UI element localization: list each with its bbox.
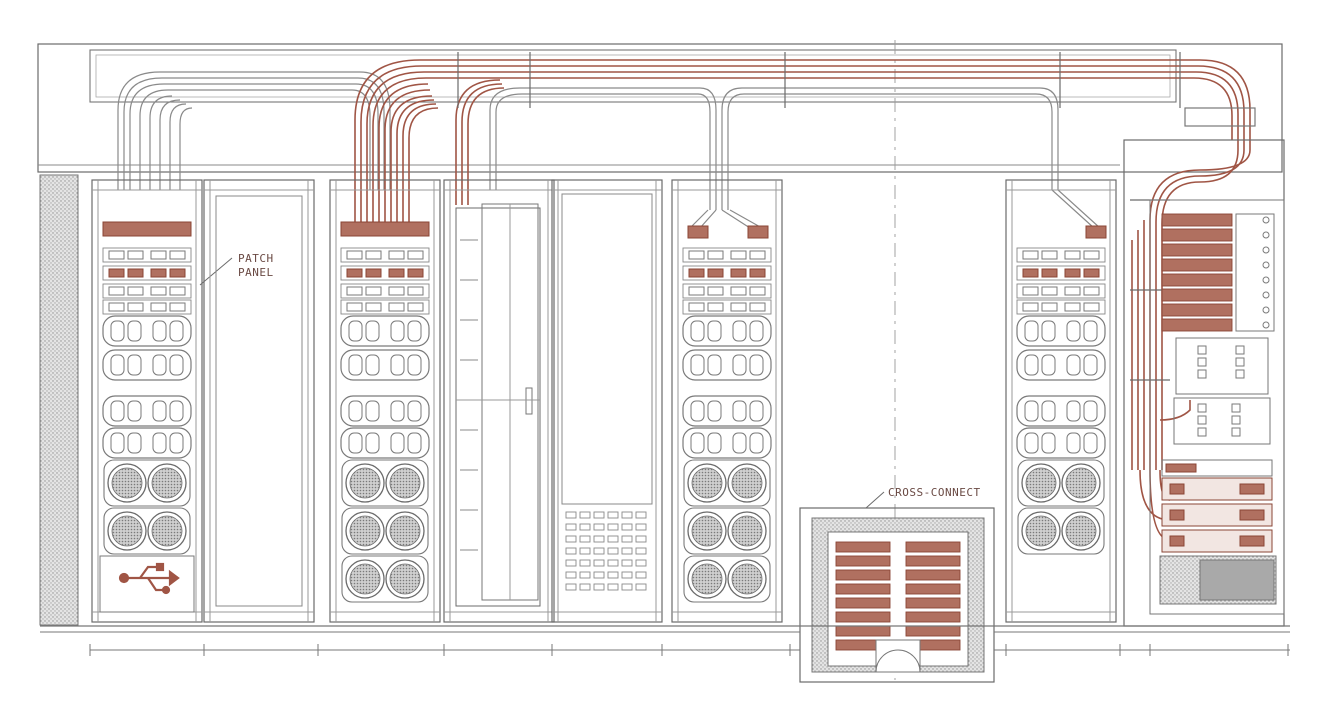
- rack-d: [443, 179, 555, 623]
- rack-g: [1005, 179, 1117, 623]
- rack-h-power: [1123, 139, 1285, 627]
- cross-connect: CROSS-CONNECT: [799, 486, 995, 683]
- overhead-cable-tray: [37, 40, 1283, 680]
- rack-f: [671, 179, 783, 623]
- rack-c: [329, 179, 441, 623]
- left-wall: [39, 174, 79, 626]
- rack-a: [91, 179, 203, 623]
- patch-panel-label-line2: PANEL: [238, 266, 274, 279]
- patch-panel-label-line1: PATCH: [238, 252, 274, 265]
- cross-connect-label: CROSS-CONNECT: [888, 486, 981, 499]
- floor-and-dimensions: [40, 625, 1290, 656]
- gray-cable-bundles: [117, 71, 1101, 229]
- rack-b: [203, 179, 315, 623]
- cable-clamps: [457, 52, 1256, 381]
- rack-e: [551, 179, 663, 623]
- patch-panel-callout: PATCH PANEL: [199, 252, 274, 286]
- usb-icon: [118, 562, 180, 595]
